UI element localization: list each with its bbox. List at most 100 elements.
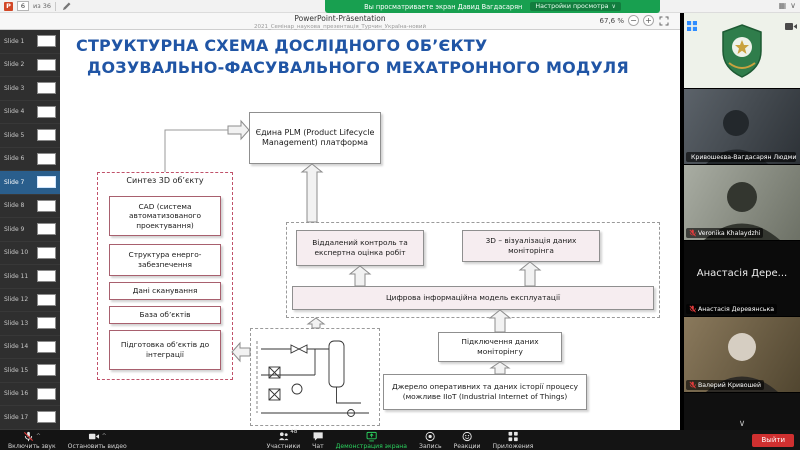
document-titles: PowerPoint-Präsentation 2021_Семінар_нау… [160,14,520,30]
page-number-input[interactable]: 6 [17,1,29,11]
screen-share-banner: Вы просматриваете экран Давид Вагдасарян… [325,0,660,13]
participant-display-name: Анастасія Дере... [696,268,788,279]
collapse-videos-chevron[interactable]: ∨ [738,419,746,429]
chevron-up-icon[interactable]: ^ [101,432,107,440]
slide-thumbnail-7-selected[interactable]: Slide 7 [0,171,60,195]
slide-thumbnail-3[interactable]: Slide 3 [0,77,60,101]
zoom-level[interactable]: 67,6 % [599,16,624,25]
chevron-up-icon[interactable]: ^ [35,432,41,440]
apps-button[interactable]: Приложения [486,430,539,450]
chevron-down-icon[interactable]: ∨ [790,1,796,10]
camera-icon[interactable] [785,16,797,35]
zoom-controls: 67,6 % − + [600,15,670,26]
slide-thumbnail-8[interactable]: Slide 8 [0,195,60,218]
video-tile-participant[interactable]: Кривошеєва-Вагдасарян Людмила С... [684,89,800,164]
slide-thumbnail-16[interactable]: Slide 16 [0,383,60,406]
document-title: PowerPoint-Präsentation [294,14,386,23]
unmute-label: Включить звук [8,442,56,450]
slide-thumbnail-17[interactable]: Slide 17 [0,406,60,430]
participants-count-badge: 48 [290,428,298,435]
mic-muted-icon [689,229,696,237]
fit-width-button[interactable] [658,15,670,26]
slide-thumbnail-14[interactable]: Slide 14 [0,336,60,359]
slide-thumbnail-preview [37,340,56,353]
slide-thumbnail-label: Slide 6 [4,155,25,163]
slide-thumbnail-9[interactable]: Slide 9 [0,218,60,242]
slide-thumbnail-11[interactable]: Slide 11 [0,265,60,289]
zoom-out-button[interactable]: − [628,15,639,26]
slide-thumbnail-label: Slide 7 [4,178,25,186]
slide-thumbnail-label: Slide 4 [4,108,25,116]
digital-model-box: Цифрова інформаційна модель експлуатації [292,286,654,310]
chat-label: Чат [312,442,324,450]
video-tile-partial[interactable]: ∨ [684,393,800,430]
slide-thumbnail-13[interactable]: Slide 13 [0,312,60,336]
document-subtitle: 2021_Семінар_наукова_презентація_Турчин_… [253,24,427,30]
apps-label: Приложения [492,442,534,450]
participants-button[interactable]: 48 Участники [261,428,307,450]
slide-thumbnail-10[interactable]: Slide 10 [0,242,60,265]
toolbar-divider [55,1,57,11]
record-button[interactable]: Запись [413,430,448,450]
slide-thumbnail-label: Slide 14 [4,343,29,351]
slide-thumbnail-label: Slide 10 [4,249,29,257]
camera-icon [88,433,99,439]
video-tile-participant[interactable]: Валерий Кривошей [684,317,800,392]
slide-thumbnail-label: Slide 1 [4,37,25,45]
grid-view-icon[interactable]: ▦ [778,1,787,10]
slide-thumbnail-label: Slide 2 [4,61,25,69]
video-tile-participant[interactable]: Veronika Khalaydzhi [684,165,800,240]
slide-thumbnail-4[interactable]: Slide 4 [0,101,60,124]
slide-thumbnail-label: Slide 5 [4,131,25,139]
view-options-label: Настройки просмотра [535,3,609,10]
expand-icon [659,16,669,25]
slide-thumbnail-preview [37,199,56,212]
participant-name-label: Валерий Кривошей [686,380,764,390]
gallery-view-icon[interactable] [687,16,697,35]
3d-visualization-box: 3D – візуалізація даних моніторінга [462,230,600,262]
video-tile-name-card[interactable]: Анастасія Дере... Анастасія Деревянська [684,241,800,316]
objects-base-box: База об’єктів [109,306,221,324]
zoom-in-button[interactable]: + [643,15,654,26]
data-source-box: Джерело оперативних та даних історії про… [383,374,587,410]
slide-thumbnail-preview [37,317,56,330]
stop-video-label: Остановить видео [67,442,127,450]
slide-thumbnail-preview [37,387,56,400]
view-options-button[interactable]: Настройки просмотра ∨ [530,2,621,11]
share-screen-button[interactable]: Демонстрация экрана [330,430,413,450]
slide-thumbnail-1[interactable]: Slide 1 [0,30,60,54]
slide-thumbnail-preview [37,129,56,142]
video-tile-emblem[interactable] [684,13,800,88]
participants-icon [278,431,289,440]
participant-name: Кривошеєва-Вагдасарян Людмила С... [691,153,796,161]
slide-thumbnail-preview [37,364,56,377]
chat-button[interactable]: Чат [306,430,329,450]
leave-meeting-button[interactable]: Выйти [752,433,794,447]
slide-thumbnail-15[interactable]: Slide 15 [0,359,60,383]
meeting-controls: 48 Участники Чат Демонстрация экрана [261,428,540,450]
participant-name: Veronika Khalaydzhi [698,229,761,237]
slide-thumbnail-2[interactable]: Slide 2 [0,54,60,77]
document-title-bar: PowerPoint-Präsentation 2021_Семінар_нау… [0,13,680,30]
mic-muted-icon [689,305,696,313]
chevron-down-icon: ∨ [611,3,616,10]
slide-thumbnail-12[interactable]: Slide 12 [0,289,60,312]
slide-thumbnail-preview [37,270,56,283]
scan-data-box: Дані сканування [109,282,221,300]
monitoring-connection-box: Підключення даних моніторінгу [438,332,562,362]
annotate-pencil-button[interactable] [60,1,72,12]
unmute-button[interactable]: ^ Включить звук [2,430,62,450]
reactions-button[interactable]: Реакции [448,430,487,450]
reactions-label: Реакции [453,442,481,450]
stop-video-button[interactable]: ^ Остановить видео [62,430,133,450]
slide-thumbnail-6[interactable]: Slide 6 [0,148,60,171]
share-screen-icon [366,431,377,441]
slide-thumbnail-preview [37,223,56,236]
integration-prep-box: Підготовка об’єктів до інтеграції [109,330,221,370]
chat-icon [313,431,323,441]
slide-thumbnail-preview [37,35,56,48]
slide-thumbnail-label: Slide 11 [4,272,29,280]
process-schematic-frame [250,328,380,426]
slide-thumbnail-5[interactable]: Slide 5 [0,124,60,148]
